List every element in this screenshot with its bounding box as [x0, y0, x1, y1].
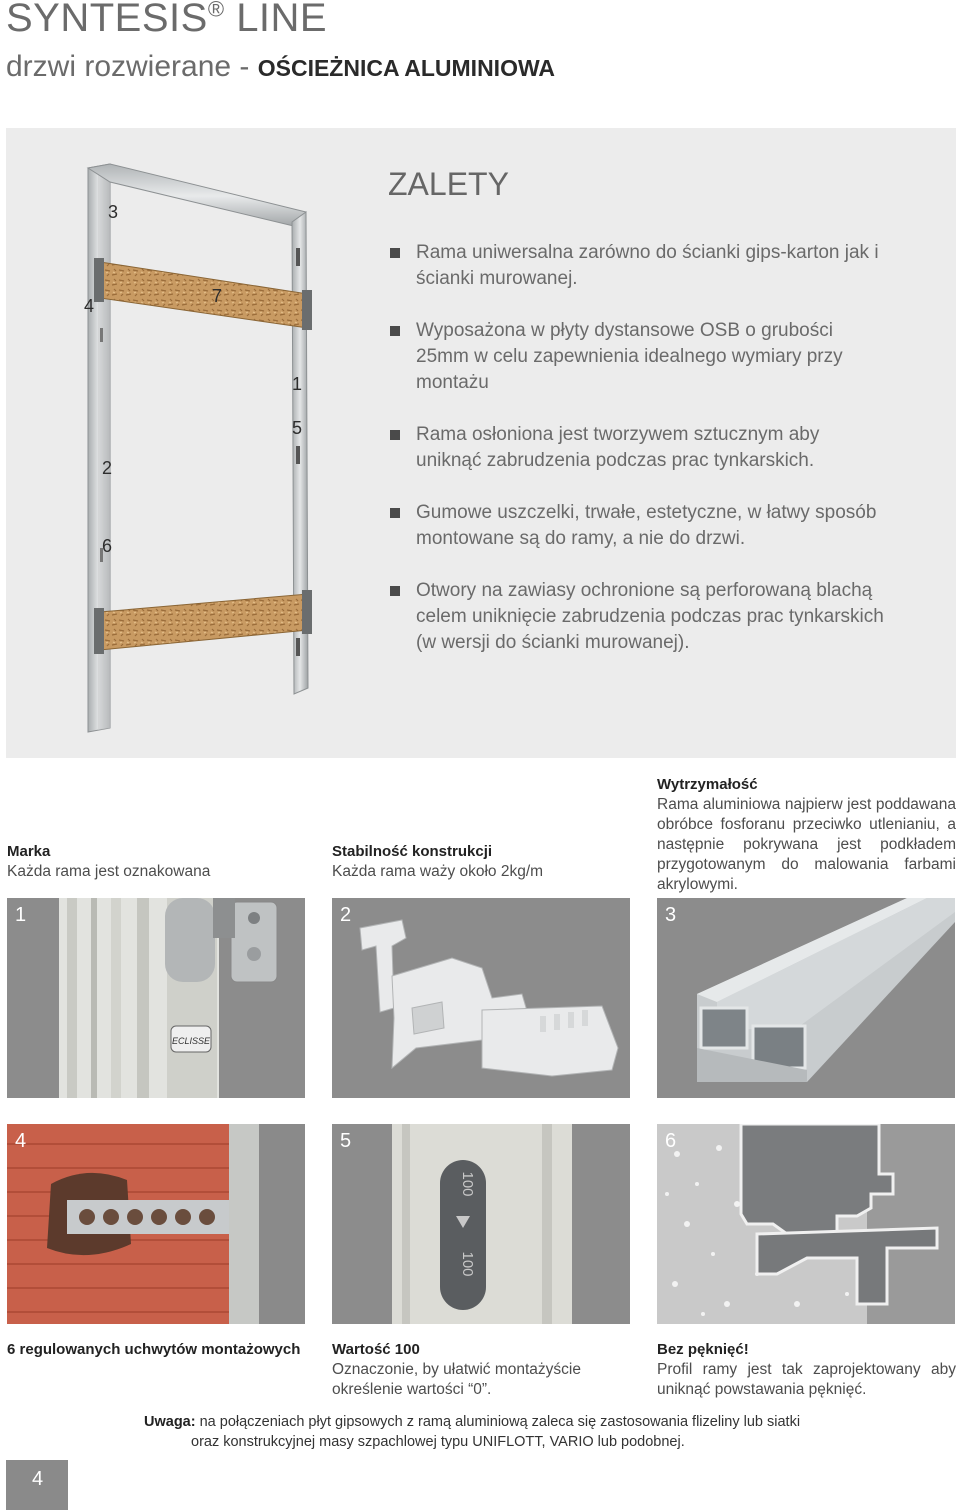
value-100-label: 100 — [459, 1171, 476, 1196]
value-100-marker-image: 100 100 — [332, 1124, 630, 1324]
advantage-item: Wyposażona w płyty dystansowe OSB o grub… — [390, 318, 890, 396]
feature-1-photo: 1 ECLISSE — [7, 898, 305, 1098]
advantage-item: Rama uniwersalna zarówno do ścianki gips… — [390, 240, 890, 292]
advantages-heading: ZALETY — [388, 166, 509, 202]
callout-5: 5 — [291, 418, 302, 438]
aluminium-profile-image — [657, 898, 955, 1098]
crack-free-profile-image — [657, 1124, 955, 1324]
feature-6-caption: Bez pęknięć!Profil ramy jest tak zaproje… — [657, 1341, 956, 1398]
callout-4: 4 — [83, 296, 94, 316]
advantages-list: Rama uniwersalna zarówno do ścianki gips… — [390, 240, 890, 682]
feature-5-photo: 5 100 100 — [332, 1124, 630, 1324]
hero-panel: 3 4 7 1 5 2 6 ZALETY Rama uniwersalna za… — [6, 128, 956, 758]
value-100-label: 100 — [459, 1251, 476, 1276]
callout-2: 2 — [101, 458, 112, 478]
page-subtitle: drzwi rozwierane - OŚCIEŻNICA ALUMINIOWA — [6, 50, 556, 83]
callout-6: 6 — [101, 536, 112, 556]
callout-7: 7 — [211, 286, 222, 306]
feature-3-photo: 3 — [657, 898, 955, 1098]
frame-profile-image: ECLISSE — [7, 898, 305, 1098]
advantage-item: Otwory na zawiasy ochronione są perforow… — [390, 578, 890, 656]
advantage-item: Gumowe uszczelki, trwałe, estetyczne, w … — [390, 500, 890, 552]
feature-4-photo: 4 — [7, 1124, 305, 1324]
feature-6-photo: 6 — [657, 1124, 955, 1324]
callout-3: 3 — [107, 202, 118, 222]
eclisse-logo: ECLISSE — [172, 1036, 211, 1046]
frame-cross-section-image — [332, 898, 630, 1098]
feature-4-caption: 6 regulowanych uchwytów montażowych — [7, 1341, 301, 1358]
installation-note: Uwaga: na połączeniach płyt gipsowych z … — [144, 1414, 801, 1450]
door-frame-drawing — [86, 163, 312, 733]
door-frame-illustration: 3 4 7 1 5 2 6 — [6, 128, 366, 758]
mounting-bracket-image — [7, 1124, 305, 1324]
page-title: SYNTESIS® LINE — [6, 0, 328, 40]
feature-2-photo: 2 — [332, 898, 630, 1098]
advantage-item: Rama osłoniona jest tworzywem sztucznym … — [390, 422, 890, 474]
callout-1: 1 — [291, 374, 302, 394]
page-number: 4 — [6, 1460, 68, 1510]
